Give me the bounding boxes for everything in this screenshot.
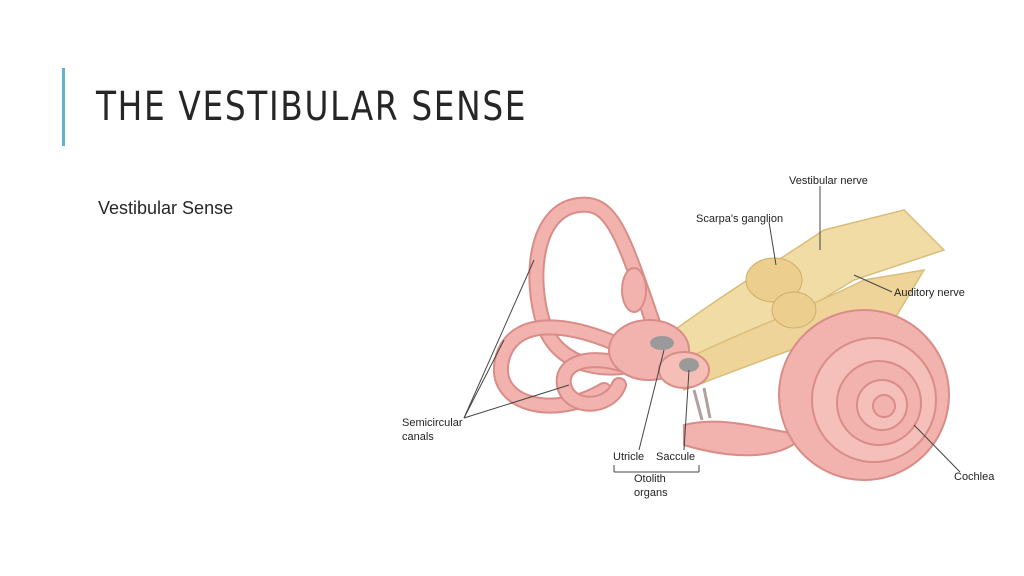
saccule-macula	[679, 358, 699, 372]
cochlea-shape	[683, 309, 950, 481]
bullet-text: Vestibular Sense	[98, 198, 234, 218]
label-cochlea: Cochlea	[954, 471, 995, 483]
label-saccule: Saccule	[656, 451, 695, 463]
label-utricle: Utricle	[613, 451, 644, 463]
inner-ear-diagram: Vestibular nerve Scarpa's ganglion Audit…	[384, 160, 1014, 510]
utricle-macula	[650, 336, 674, 350]
label-otolith-2: organs	[634, 487, 668, 499]
nerve-bundle	[652, 209, 946, 391]
label-scarpas-ganglion: Scarpa's ganglion	[696, 213, 783, 225]
label-semicircular-1: Semicircular	[402, 417, 463, 429]
inner-ear-svg: Vestibular nerve Scarpa's ganglion Audit…	[402, 175, 995, 499]
label-otolith-1: Otolith	[634, 473, 666, 485]
label-semicircular-2: canals	[402, 431, 434, 443]
semicircular-canals	[492, 196, 667, 414]
title-accent-bar	[62, 68, 65, 146]
leader-lines	[463, 186, 961, 473]
label-auditory-nerve: Auditory nerve	[894, 287, 965, 299]
slide-title: THE VESTIBULAR SENSE	[96, 84, 528, 130]
vestibule	[608, 319, 712, 421]
label-vestibular-nerve: Vestibular nerve	[789, 175, 868, 187]
